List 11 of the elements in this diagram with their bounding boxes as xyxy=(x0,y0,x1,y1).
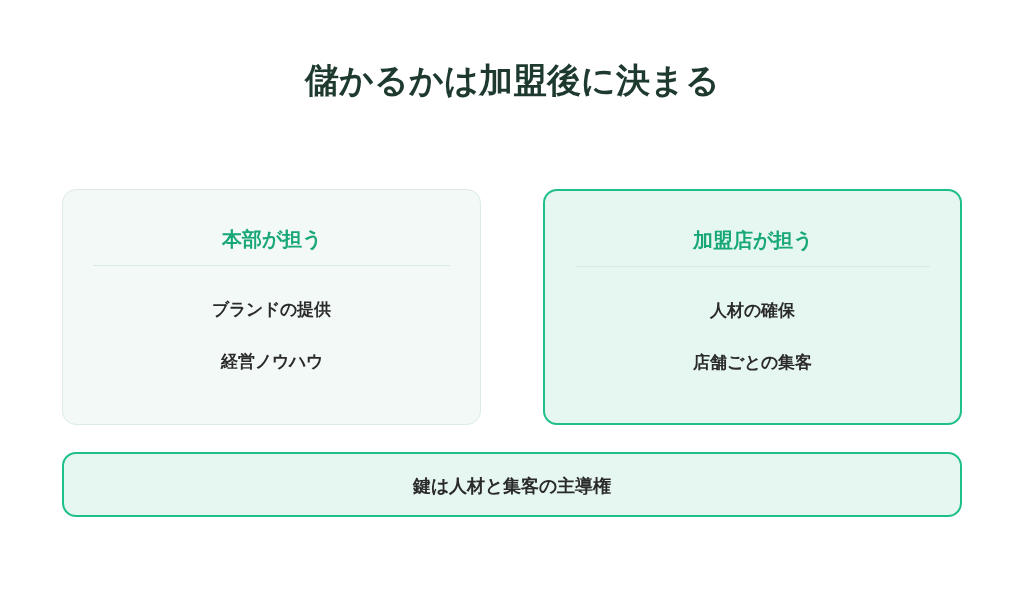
list-item: 経営ノウハウ xyxy=(220,351,323,371)
list-item: 人材の確保 xyxy=(710,300,795,320)
card xyxy=(543,189,962,425)
card xyxy=(62,189,481,425)
list-item: 店舗ごとの集客 xyxy=(693,352,812,372)
summary-text: 鍵は人材と集客の主導権 xyxy=(413,475,611,496)
title: 儲かるかは加盟後に決まる xyxy=(304,60,720,100)
list-item: ブランドの提供 xyxy=(212,299,331,319)
card-heading: 加盟店が担う xyxy=(692,228,813,252)
card-heading: 本部が担う xyxy=(221,227,322,251)
summary-bar xyxy=(62,452,962,517)
